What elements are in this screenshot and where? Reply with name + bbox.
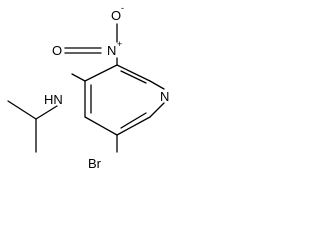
ring-bond-c5-c6-inner bbox=[120, 70, 147, 84]
ring-bond-c5-c6 bbox=[116, 64, 151, 82]
nitro-n-charge: + bbox=[117, 39, 122, 49]
ring-nitrogen-label: N bbox=[160, 89, 169, 104]
ring-bond-c2-c3-inner bbox=[120, 112, 147, 129]
ring-bond-n-c2 bbox=[149, 102, 165, 118]
bond-ch-ch3-left bbox=[7, 100, 37, 120]
oxygen-minus-label: O bbox=[111, 8, 121, 23]
ring-bond-c5-top bbox=[84, 64, 118, 82]
ring-bond-c2-c3 bbox=[116, 116, 151, 136]
nitro-n-label: N bbox=[107, 43, 116, 58]
bond-c4-nh bbox=[71, 73, 86, 82]
nitro-o-label: O bbox=[52, 43, 62, 58]
ring-bond-c3-c4 bbox=[84, 116, 118, 136]
ring-bond-c6-n bbox=[149, 80, 165, 90]
structure-diagram: O - N + O HN N Br bbox=[0, 0, 190, 192]
amine-label: HN bbox=[44, 92, 63, 107]
bond-nh-ch bbox=[35, 105, 58, 120]
oxygen-minus-charge: - bbox=[121, 3, 124, 13]
bromine-label: Br bbox=[88, 156, 102, 171]
molecule-drawing: O - N + O HN N Br bbox=[7, 3, 169, 171]
